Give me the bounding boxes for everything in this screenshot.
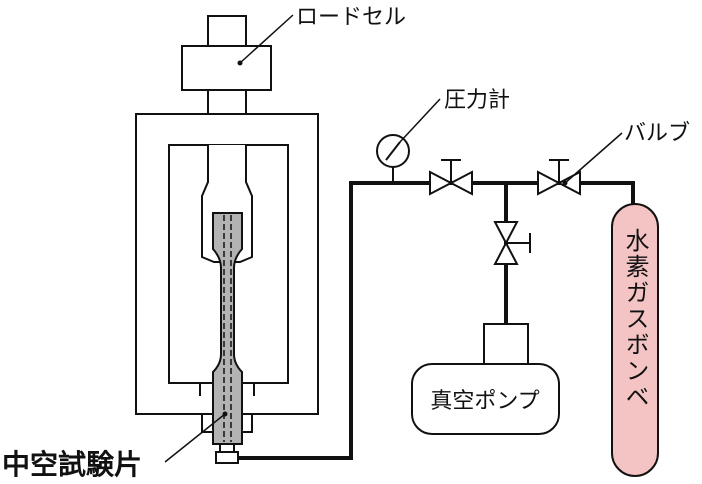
load-frame <box>135 113 319 415</box>
valve-main-left <box>429 159 473 196</box>
load-cell-body <box>181 45 272 91</box>
specimen-body <box>212 212 243 445</box>
leader-lines <box>164 14 623 463</box>
connector-stem <box>219 443 235 453</box>
leader-pressure-gauge <box>399 98 441 143</box>
vacuum-pump <box>411 323 560 435</box>
main-gas-line <box>238 181 635 460</box>
vacuum-pump-body <box>411 363 560 435</box>
bottom-connector <box>215 443 239 464</box>
vacuum-pump-neck <box>483 323 529 365</box>
valve-main-right <box>537 159 581 196</box>
connector-nut <box>215 451 239 464</box>
pressure-gauge <box>376 134 410 183</box>
label-vacuum-pump: 真空ポンプ <box>430 389 539 414</box>
load-cell-rod <box>207 89 247 115</box>
hollow-specimen <box>212 212 243 445</box>
label-pressure-gauge: 圧力計 <box>444 88 510 113</box>
label-load-cell: ロードセル <box>296 5 406 30</box>
load-cell-assembly <box>181 15 272 115</box>
gauge-needle <box>385 141 401 161</box>
hydrogen-cylinder-body <box>611 203 659 477</box>
lower-grip <box>199 383 255 433</box>
leader-hollow-specimen <box>164 413 226 463</box>
hydrogen-cylinder <box>611 203 659 477</box>
label-valve: バルブ <box>624 121 690 146</box>
leader-valve <box>564 132 623 184</box>
valve-pump-branch <box>493 221 531 265</box>
load-cell-top-block <box>207 15 247 47</box>
label-hollow-specimen: 中空試験片 <box>2 448 142 481</box>
frame-outer <box>135 113 319 415</box>
label-hydrogen-cylinder: 水素ガスボンベ <box>621 228 649 410</box>
lower-grip-outline <box>199 383 255 396</box>
leader-load-cell <box>239 14 294 64</box>
